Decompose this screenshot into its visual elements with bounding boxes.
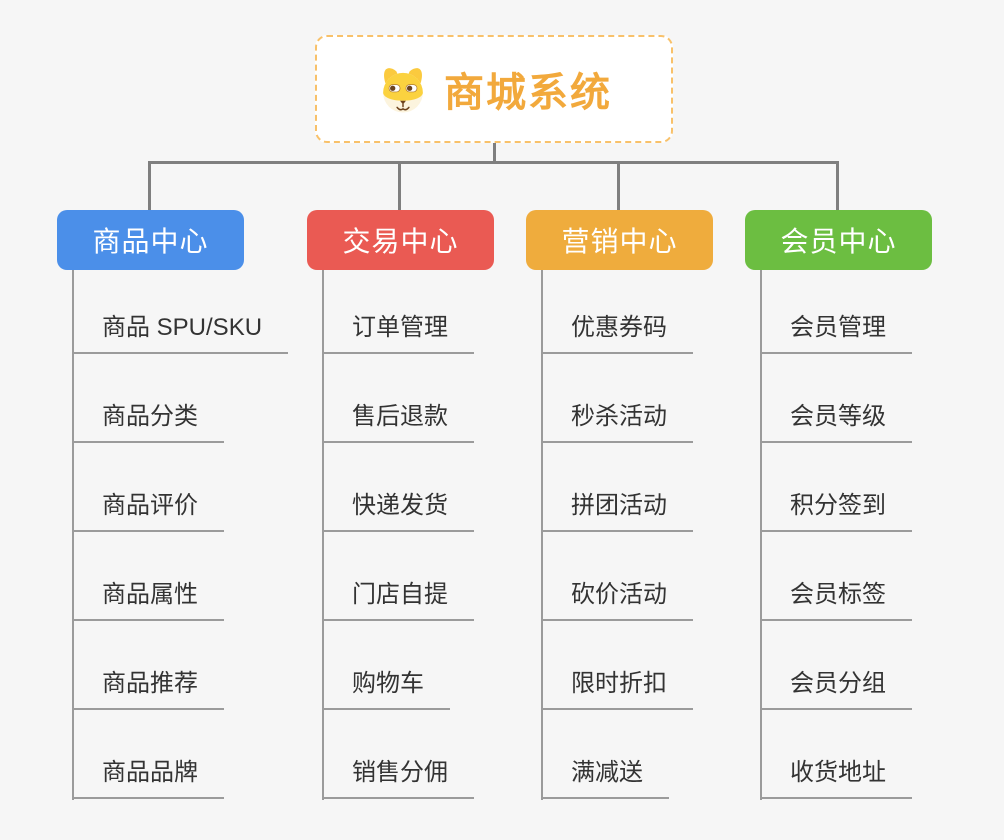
root-connector-line <box>493 142 496 163</box>
leaf-node[interactable]: 订单管理 <box>322 313 474 354</box>
leaf-node[interactable]: 满减送 <box>541 758 669 799</box>
root-title: 商城系统 <box>444 71 612 115</box>
leaf-node[interactable]: 会员等级 <box>760 402 912 443</box>
leaf-node[interactable]: 商品属性 <box>72 580 224 621</box>
leaf-node[interactable]: 商品 SPU/SKU <box>72 313 289 354</box>
leaf-node[interactable]: 商品评价 <box>72 491 224 532</box>
branch-drop-line <box>836 161 839 210</box>
leaf-node[interactable]: 优惠券码 <box>541 313 693 354</box>
branch-drop-line <box>398 161 401 210</box>
leaf-node[interactable]: 快递发货 <box>322 491 474 532</box>
leaf-node[interactable]: 秒杀活动 <box>541 402 693 443</box>
leaf-node[interactable]: 会员标签 <box>760 580 912 621</box>
dog-face-icon <box>376 64 430 114</box>
branch-header-trade-center[interactable]: 交易中心 <box>307 210 494 270</box>
leaf-node[interactable]: 积分签到 <box>760 491 912 532</box>
leaf-node[interactable]: 购物车 <box>322 669 450 710</box>
branch-label: 营销中心 <box>561 226 678 257</box>
leaf-node[interactable]: 砍价活动 <box>541 580 693 621</box>
branch-spine-line <box>541 270 543 800</box>
branch-label: 商品中心 <box>92 226 209 257</box>
leaf-node[interactable]: 会员分组 <box>760 669 912 710</box>
branch-header-product-center[interactable]: 商品中心 <box>57 210 244 270</box>
branch-header-member-center[interactable]: 会员中心 <box>745 210 932 270</box>
leaf-node[interactable]: 销售分佣 <box>322 758 474 799</box>
branch-spine-line <box>322 270 324 800</box>
leaf-node[interactable]: 限时折扣 <box>541 669 693 710</box>
leaf-node[interactable]: 商品分类 <box>72 402 224 443</box>
leaf-node[interactable]: 售后退款 <box>322 402 474 443</box>
leaf-node[interactable]: 商品推荐 <box>72 669 224 710</box>
branch-header-marketing-center[interactable]: 营销中心 <box>526 210 713 270</box>
branch-spine-line <box>72 270 74 800</box>
root-node[interactable]: 商城系统 <box>315 35 673 143</box>
leaf-node[interactable]: 收货地址 <box>760 758 912 799</box>
branch-label: 交易中心 <box>342 226 459 257</box>
branch-bus-line <box>149 161 839 164</box>
branch-label: 会员中心 <box>780 226 897 257</box>
leaf-node[interactable]: 商品品牌 <box>72 758 224 799</box>
branch-spine-line <box>760 270 762 800</box>
leaf-node[interactable]: 拼团活动 <box>541 491 693 532</box>
branch-drop-line <box>617 161 620 210</box>
branch-drop-line <box>148 161 151 210</box>
leaf-node[interactable]: 会员管理 <box>760 313 912 354</box>
leaf-node[interactable]: 门店自提 <box>322 580 474 621</box>
